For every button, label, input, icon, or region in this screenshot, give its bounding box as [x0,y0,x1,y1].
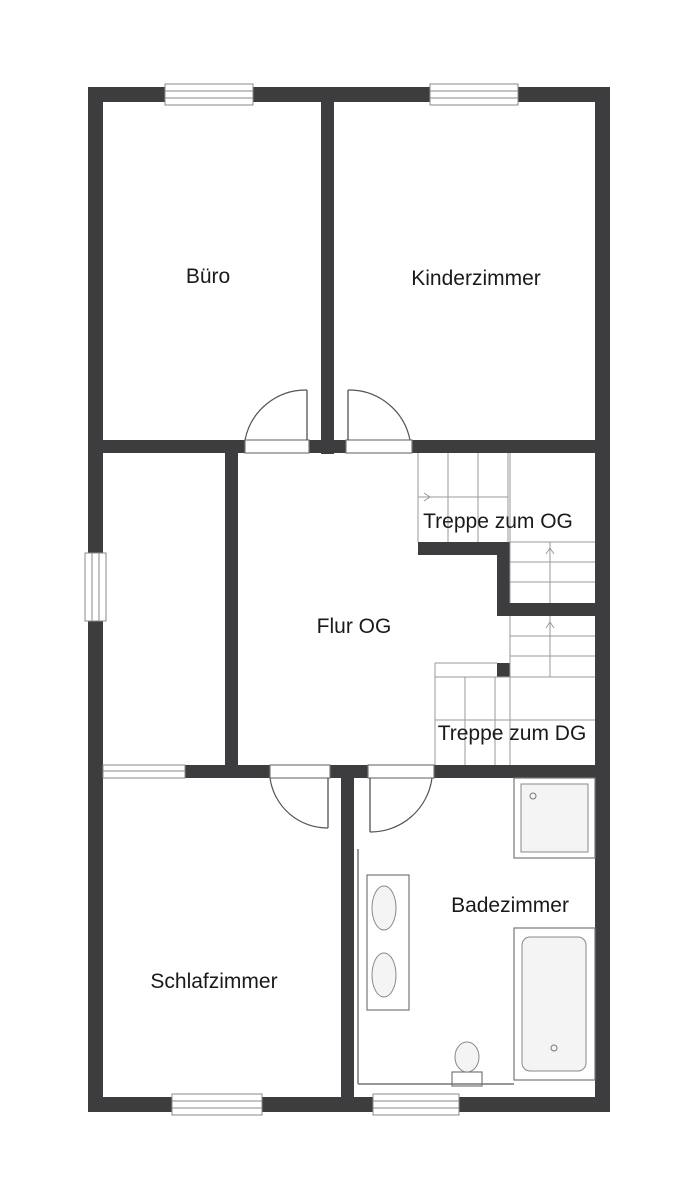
toilet-icon [451,1041,483,1087]
door-buero[interactable] [244,389,310,454]
doors [244,389,435,833]
staircase [417,453,595,765]
bath-counter-line [357,849,514,1085]
room-labels: Büro Kinderzimmer Flur OG Treppe zum OG … [150,265,586,993]
interior-walls [103,102,595,1097]
window-kinderzimmer [429,83,519,106]
double-sink-icon [366,874,410,1011]
room-label-schlafzimmer: Schlafzimmer [150,970,277,993]
windows [84,83,519,1116]
opening-corridor [102,764,186,779]
stair-label-og: Treppe zum OG [423,510,573,533]
room-label-buero: Büro [186,265,230,288]
room-label-kinderzimmer: Kinderzimmer [411,267,541,290]
shower-icon [513,777,596,859]
door-kinderzimmer[interactable] [345,389,413,454]
bathroom-fixtures [357,777,596,1087]
window-badezimmer [372,1093,460,1116]
room-label-flur: Flur OG [317,615,392,638]
door-badezimmer[interactable] [367,764,435,833]
window-schlafzimmer [171,1093,263,1116]
bathtub-icon [513,927,596,1081]
window-west [84,552,107,622]
door-schlafzimmer[interactable] [269,764,331,829]
window-buero [164,83,254,106]
stair-label-dg: Treppe zum DG [438,722,587,745]
room-label-badezimmer: Badezimmer [451,894,569,917]
